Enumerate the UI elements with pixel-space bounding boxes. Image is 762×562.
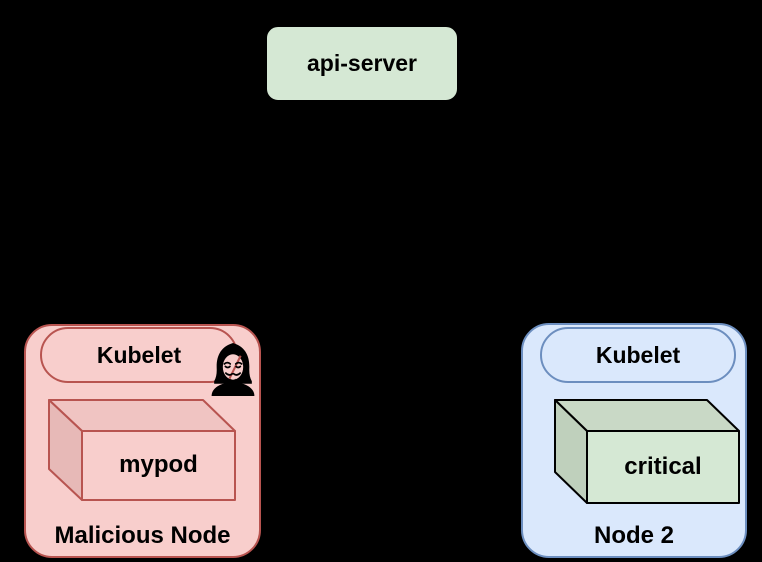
kubelet-label: Kubelet — [595, 341, 681, 368]
malicious-node-title: Malicious Node — [54, 522, 231, 549]
api-server-box: api-server — [266, 26, 458, 101]
critical-label: critical — [624, 453, 702, 480]
api-server-label: api-server — [307, 50, 417, 76]
edge-to-malicious-kubelet — [159, 99, 363, 325]
node2-title: Node 2 — [593, 522, 674, 549]
mypod-label: mypod — [119, 451, 198, 478]
node2: Kubelet critical Node 2 — [521, 323, 747, 558]
edge-to-node2 — [361, 99, 638, 325]
arrowhead-icon — [628, 309, 646, 331]
malicious-node: Kubelet mypod — [24, 324, 261, 558]
edge-to-malicious-node — [99, 99, 363, 325]
mypod-cube — [48, 399, 236, 501]
kubelet-label: Kubelet — [96, 341, 182, 368]
arrowhead-icon — [151, 310, 169, 332]
hacker-icon — [211, 343, 255, 396]
node2-kubelet-pill: Kubelet — [540, 327, 736, 383]
arrowhead-icon — [91, 310, 109, 332]
critical-cube — [554, 399, 740, 504]
